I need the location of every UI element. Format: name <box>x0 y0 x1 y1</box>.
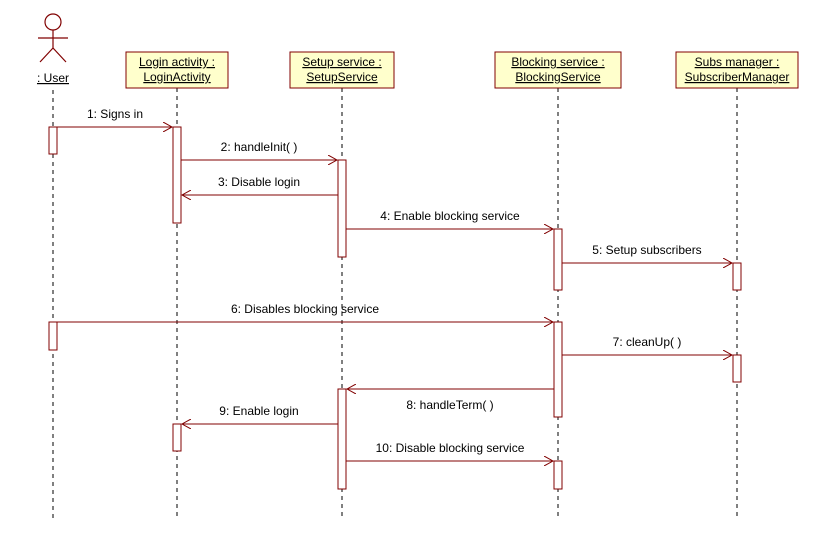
message-label: 9: Enable login <box>219 404 298 418</box>
activation-bar-subs-1 <box>732 262 742 291</box>
participant-label-line2: BlockingService <box>515 70 601 84</box>
message-6: 6: Disables blocking service <box>57 302 553 322</box>
activation-bar-login-1 <box>172 126 182 224</box>
activation-bar-blocking-3 <box>553 460 563 490</box>
participant-label-line1: Login activity : <box>139 55 215 69</box>
message-label: 1: Signs in <box>87 107 143 121</box>
message-2: 2: handleInit( ) <box>181 140 337 160</box>
participant-label-line1: Setup service : <box>302 55 381 69</box>
message-label: 8: handleTerm( ) <box>406 398 493 412</box>
user-actor-icon <box>38 13 68 63</box>
participant-login-activity: Login activity : LoginActivity <box>125 51 229 89</box>
message-3: 3: Disable login <box>182 175 338 195</box>
actor-label-user: : User <box>37 71 69 85</box>
message-8: 8: handleTerm( ) <box>347 389 554 412</box>
activation-bar-setup-2 <box>337 388 347 490</box>
participant-label-line1: Subs manager : <box>695 55 780 69</box>
message-label: 3: Disable login <box>218 175 300 189</box>
participant-box <box>125 51 229 89</box>
activation-bar-blocking-1 <box>553 228 563 291</box>
message-10: 10: Disable blocking service <box>346 441 553 461</box>
participant-box <box>675 51 799 89</box>
message-label: 6: Disables blocking service <box>231 302 379 316</box>
activation-bar-blocking-2 <box>553 321 563 418</box>
message-7: 7: cleanUp( ) <box>562 335 732 355</box>
participant-box <box>289 51 395 89</box>
activation-bar-user-2 <box>48 321 58 351</box>
message-5: 5: Setup subscribers <box>562 243 732 263</box>
message-4: 4: Enable blocking service <box>346 209 553 229</box>
participant-label-line2: SubscriberManager <box>685 70 790 84</box>
participant-box <box>494 51 622 89</box>
activation-bar-subs-2 <box>732 354 742 383</box>
participant-label-line1: Blocking service : <box>511 55 604 69</box>
activation-bar-login-2 <box>172 423 182 452</box>
participant-label-line2: LoginActivity <box>143 70 210 84</box>
activation-bar-user-1 <box>48 126 58 155</box>
participant-label-line2: SetupService <box>306 70 378 84</box>
participant-setup-service: Setup service : SetupService <box>289 51 395 89</box>
message-label: 4: Enable blocking service <box>380 209 520 223</box>
message-9: 9: Enable login <box>182 404 338 424</box>
activation-bar-setup-1 <box>337 159 347 258</box>
message-1: 1: Signs in <box>57 107 172 127</box>
message-label: 7: cleanUp( ) <box>613 335 682 349</box>
participant-blocking-service: Blocking service : BlockingService <box>494 51 622 89</box>
message-label: 2: handleInit( ) <box>221 140 298 154</box>
participant-subs-manager: Subs manager : SubscriberManager <box>675 51 799 89</box>
message-label: 5: Setup subscribers <box>592 243 701 257</box>
message-label: 10: Disable blocking service <box>376 441 525 455</box>
